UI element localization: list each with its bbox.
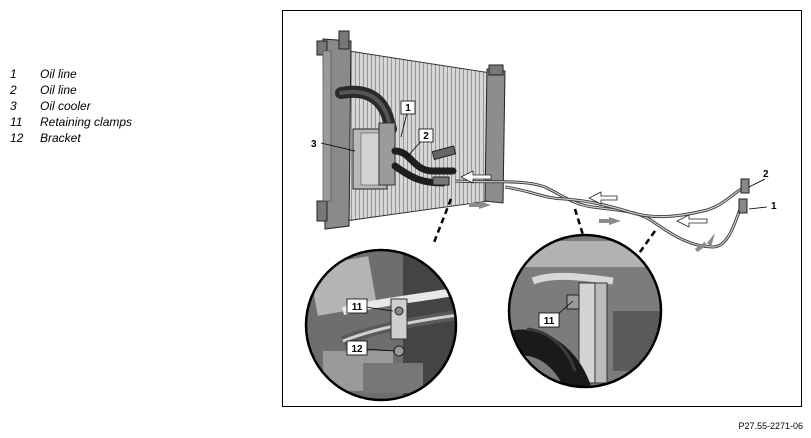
- callout-1-right: 1: [771, 201, 777, 212]
- illustration-frame: 1 2 3 2 1: [282, 10, 802, 407]
- svg-text:2: 2: [423, 131, 429, 142]
- flow-arrows-return: [469, 201, 715, 253]
- legend-item-bracket: 12 Bracket: [10, 130, 132, 146]
- figure-reference: P27.55-2271-06: [738, 421, 803, 431]
- legend-label: Oil line: [40, 67, 77, 81]
- legend-number: 3: [10, 99, 17, 113]
- legend-item-oil-line-2: 2 Oil line: [10, 82, 132, 98]
- flow-arrows: [460, 170, 708, 228]
- legend-item-oil-line-1: 1 Oil line: [10, 66, 132, 82]
- callout-2-right: 2: [763, 169, 769, 180]
- legend-label: Bracket: [40, 131, 81, 145]
- legend-label: Oil cooler: [40, 99, 91, 113]
- svg-text:11: 11: [544, 316, 555, 327]
- svg-text:1: 1: [405, 103, 411, 114]
- callout-2-main: 2: [418, 128, 434, 143]
- legend: 1 Oil line 2 Oil line 3 Oil cooler 11 Re…: [10, 66, 132, 146]
- legend-number: 12: [10, 131, 24, 145]
- callout-1-main: 1: [400, 100, 416, 115]
- callout-3-main: 3: [311, 139, 317, 150]
- legend-number: 1: [10, 67, 17, 81]
- detail-view-left: [304, 248, 458, 402]
- oil-line-2: [504, 185, 746, 219]
- legend-number: 11: [10, 115, 23, 129]
- detail-view-right: [507, 233, 663, 389]
- radiator-oil-line-illustration: 1 2 3 2 1: [304, 30, 777, 402]
- callout-12-left: 12: [346, 340, 368, 356]
- legend-item-retaining-clamps: 11 Retaining clamps: [10, 114, 132, 130]
- callout-11-left: 11: [346, 298, 368, 314]
- callout-11-right: 11: [538, 312, 560, 328]
- svg-text:12: 12: [351, 344, 363, 355]
- legend-label: Retaining clamps: [40, 115, 133, 129]
- svg-text:11: 11: [352, 302, 363, 313]
- legend-label: Oil line: [40, 83, 77, 97]
- legend-item-oil-cooler: 3 Oil cooler: [10, 98, 132, 114]
- legend-number: 2: [10, 83, 17, 97]
